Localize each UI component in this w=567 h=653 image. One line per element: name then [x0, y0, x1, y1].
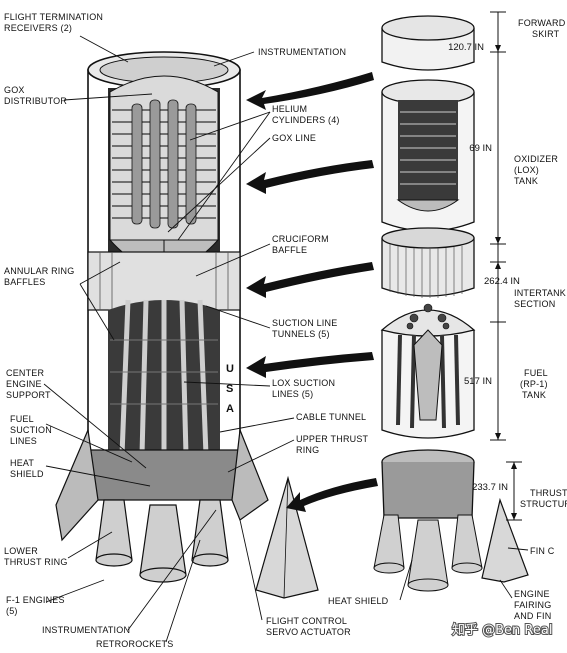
label-gox-distributor: GOX DISTRIBUTOR: [4, 85, 67, 106]
section-labels: FORWARD SKIRT 120.7 IN 69 IN OXIDIZER (L…: [448, 18, 567, 509]
label-suction-line-tunnels: SUCTION LINE TUNNELS (5): [272, 318, 340, 339]
label-cable-tunnel: CABLE TUNNEL: [296, 412, 366, 422]
stage-marking-s: S: [226, 383, 234, 395]
watermark: 知乎 @Ben Real: [452, 622, 552, 638]
section-arrows: [246, 72, 378, 512]
label-instrumentation-top: INSTRUMENTATION: [258, 47, 346, 57]
label-lox-suction-lines: LOX SUCTION LINES (5): [272, 378, 338, 399]
section-dimension-intertank: 262.4 IN: [484, 276, 520, 287]
section-dimension-forward-skirt: 120.7 IN: [448, 42, 484, 53]
stage-marking-a: A: [226, 403, 234, 415]
label-gox-line: GOX LINE: [272, 133, 316, 143]
label-engine-fairing-and-fin: ENGINE FAIRING AND FIN: [514, 589, 554, 621]
label-flight-termination-receivers: FLIGHT TERMINATION RECEIVERS (2): [4, 12, 106, 33]
label-annular-ring-baffles: ANNULAR RING BAFFLES: [4, 266, 77, 287]
arrow-fuel-tank: [246, 352, 374, 378]
f1-engines: [95, 499, 229, 583]
section-name-fuel-tank: FUEL (RP-1) TANK: [520, 368, 550, 400]
suction-line-tunnels: [119, 299, 209, 456]
stage-marking-u: U: [226, 363, 234, 375]
arrow-thrust-structure: [286, 478, 378, 512]
intertank-section: [381, 227, 475, 298]
label-lower-thrust-ring: LOWER THRUST RING: [4, 546, 68, 567]
lox-ring-baffles: [112, 109, 216, 219]
label-upper-thrust-ring: UPPER THRUST RING: [296, 434, 371, 455]
lox-tank-section: [381, 79, 475, 232]
section-name-lox-tank: OXIDIZER (LOX) TANK: [514, 154, 561, 186]
label-helium-cylinders: HELIUM CYLINDERS (4): [272, 104, 340, 125]
component-labels: FLIGHT TERMINATION RECEIVERS (2) INSTRUM…: [4, 12, 555, 649]
section-name-forward-skirt: FORWARD SKIRT: [518, 18, 567, 39]
label-fuel-suction-lines: FUEL SUCTION LINES: [10, 414, 55, 446]
label-heat-shield-right: HEAT SHIELD: [328, 596, 389, 606]
arrow-intertank: [246, 262, 374, 298]
section-name-thrust-structure: THRUST STRUCTURE: [520, 488, 567, 509]
label-cruciform-baffle: CRUCIFORM BAFFLE: [272, 234, 332, 255]
helium-cylinders: [131, 99, 197, 229]
arrow-lox-tank: [246, 160, 374, 194]
section-dimension-fuel-tank: 517 IN: [464, 376, 492, 387]
section-dimension-thrust-structure: 233.7 IN: [472, 482, 508, 493]
label-instrumentation-bottom: INSTRUMENTATION: [42, 625, 130, 635]
label-retrorockets: RETROROCKETS: [96, 639, 173, 649]
dimension-lines: [490, 11, 522, 521]
fin-c: [481, 497, 529, 583]
leader-lines: [43, 35, 529, 643]
forward-skirt-section: [381, 15, 475, 71]
stage-cutaway-illustration: U S A: [55, 51, 319, 599]
thrust-structure-section: [373, 449, 529, 592]
label-f1-engines: F-1 ENGINES (5): [6, 595, 67, 616]
label-flight-control-servo-actuator: FLIGHT CONTROL SERVO ACTUATOR: [266, 616, 351, 637]
label-fin-c: FIN C: [530, 546, 555, 556]
section-name-intertank: INTERTANK SECTION: [514, 288, 567, 309]
section-dimension-lox-tank: 69 IN: [469, 143, 492, 154]
label-center-engine-support: CENTER ENGINE SUPPORT: [6, 368, 51, 400]
label-heat-shield-left: HEAT SHIELD: [10, 458, 44, 479]
exploded-sections: [373, 15, 529, 592]
fuel-tank-section: [380, 303, 476, 439]
arrow-forward-skirt: [246, 72, 374, 110]
